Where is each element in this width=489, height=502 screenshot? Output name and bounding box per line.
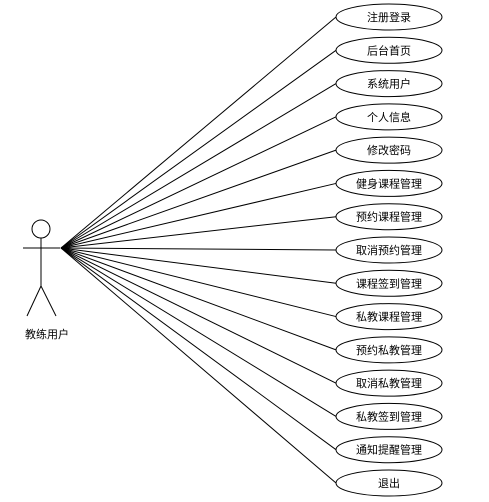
use-case-list: 注册登录后台首页系统用户个人信息修改密码健身课程管理预约课程管理取消预约管理课程… xyxy=(335,3,443,497)
use-case: 健身课程管理 xyxy=(335,169,443,197)
use-case-ellipse xyxy=(335,70,443,98)
use-case-label: 修改密码 xyxy=(367,143,411,157)
use-case: 预约课程管理 xyxy=(335,203,443,231)
actor-left-leg xyxy=(26,285,42,317)
use-case-label: 通知提醒管理 xyxy=(356,443,422,457)
association-line xyxy=(60,247,337,484)
association-line xyxy=(60,247,337,351)
use-case-label: 取消预约管理 xyxy=(356,243,422,257)
use-case-label: 私教课程管理 xyxy=(356,310,422,324)
use-case-ellipse xyxy=(335,469,443,497)
use-case-ellipse xyxy=(335,169,443,197)
use-case-ellipse xyxy=(335,402,443,430)
use-case-label: 注册登录 xyxy=(367,10,411,24)
association-line xyxy=(60,247,337,417)
use-case-label: 取消私教管理 xyxy=(356,376,422,390)
association-line xyxy=(60,247,337,284)
association-line xyxy=(60,247,337,251)
use-case-label: 退出 xyxy=(378,476,400,490)
actor-head xyxy=(31,219,51,239)
use-case: 退出 xyxy=(335,469,443,497)
use-case: 通知提醒管理 xyxy=(335,436,443,464)
use-case-label: 私教签到管理 xyxy=(356,409,422,423)
use-case-label: 课程签到管理 xyxy=(356,276,422,290)
use-case-ellipse xyxy=(335,103,443,131)
use-case: 预约私教管理 xyxy=(335,336,443,364)
use-case: 系统用户 xyxy=(335,70,443,98)
use-case-label: 系统用户 xyxy=(367,77,411,91)
use-case-ellipse xyxy=(335,3,443,31)
use-case-ellipse xyxy=(335,303,443,331)
use-case-label: 健身课程管理 xyxy=(356,176,422,190)
use-case-label: 预约私教管理 xyxy=(356,343,422,357)
association-line xyxy=(60,216,337,249)
association-line xyxy=(60,49,337,249)
use-case: 修改密码 xyxy=(335,136,443,164)
association-line xyxy=(60,247,337,318)
use-case: 私教课程管理 xyxy=(335,303,443,331)
use-case: 私教签到管理 xyxy=(335,402,443,430)
actor-coach-user: 教练用户 xyxy=(23,219,69,341)
association-line xyxy=(60,247,337,451)
use-case-ellipse xyxy=(335,269,443,297)
use-case-label: 后台首页 xyxy=(367,43,411,57)
use-case: 注册登录 xyxy=(335,3,443,31)
use-case-ellipse xyxy=(335,203,443,231)
use-case: 后台首页 xyxy=(335,36,443,64)
use-case-ellipse xyxy=(335,369,443,397)
association-line xyxy=(60,116,337,249)
use-case-ellipse xyxy=(335,136,443,164)
association-line xyxy=(60,149,337,249)
association-lines xyxy=(60,16,337,484)
use-case: 课程签到管理 xyxy=(335,269,443,297)
association-line xyxy=(60,16,337,249)
use-case-label: 个人信息 xyxy=(367,110,411,124)
use-case: 取消私教管理 xyxy=(335,369,443,397)
use-case: 取消预约管理 xyxy=(335,236,443,264)
association-line xyxy=(60,182,337,249)
actor-label: 教练用户 xyxy=(25,327,69,341)
use-case-ellipse xyxy=(335,236,443,264)
use-case-ellipse xyxy=(335,436,443,464)
use-case: 个人信息 xyxy=(335,103,443,131)
use-case-label: 预约课程管理 xyxy=(356,210,422,224)
use-case-ellipse xyxy=(335,336,443,364)
association-line xyxy=(60,247,337,384)
association-line xyxy=(60,83,337,249)
actor-right-leg xyxy=(40,285,57,317)
use-case-ellipse xyxy=(335,36,443,64)
